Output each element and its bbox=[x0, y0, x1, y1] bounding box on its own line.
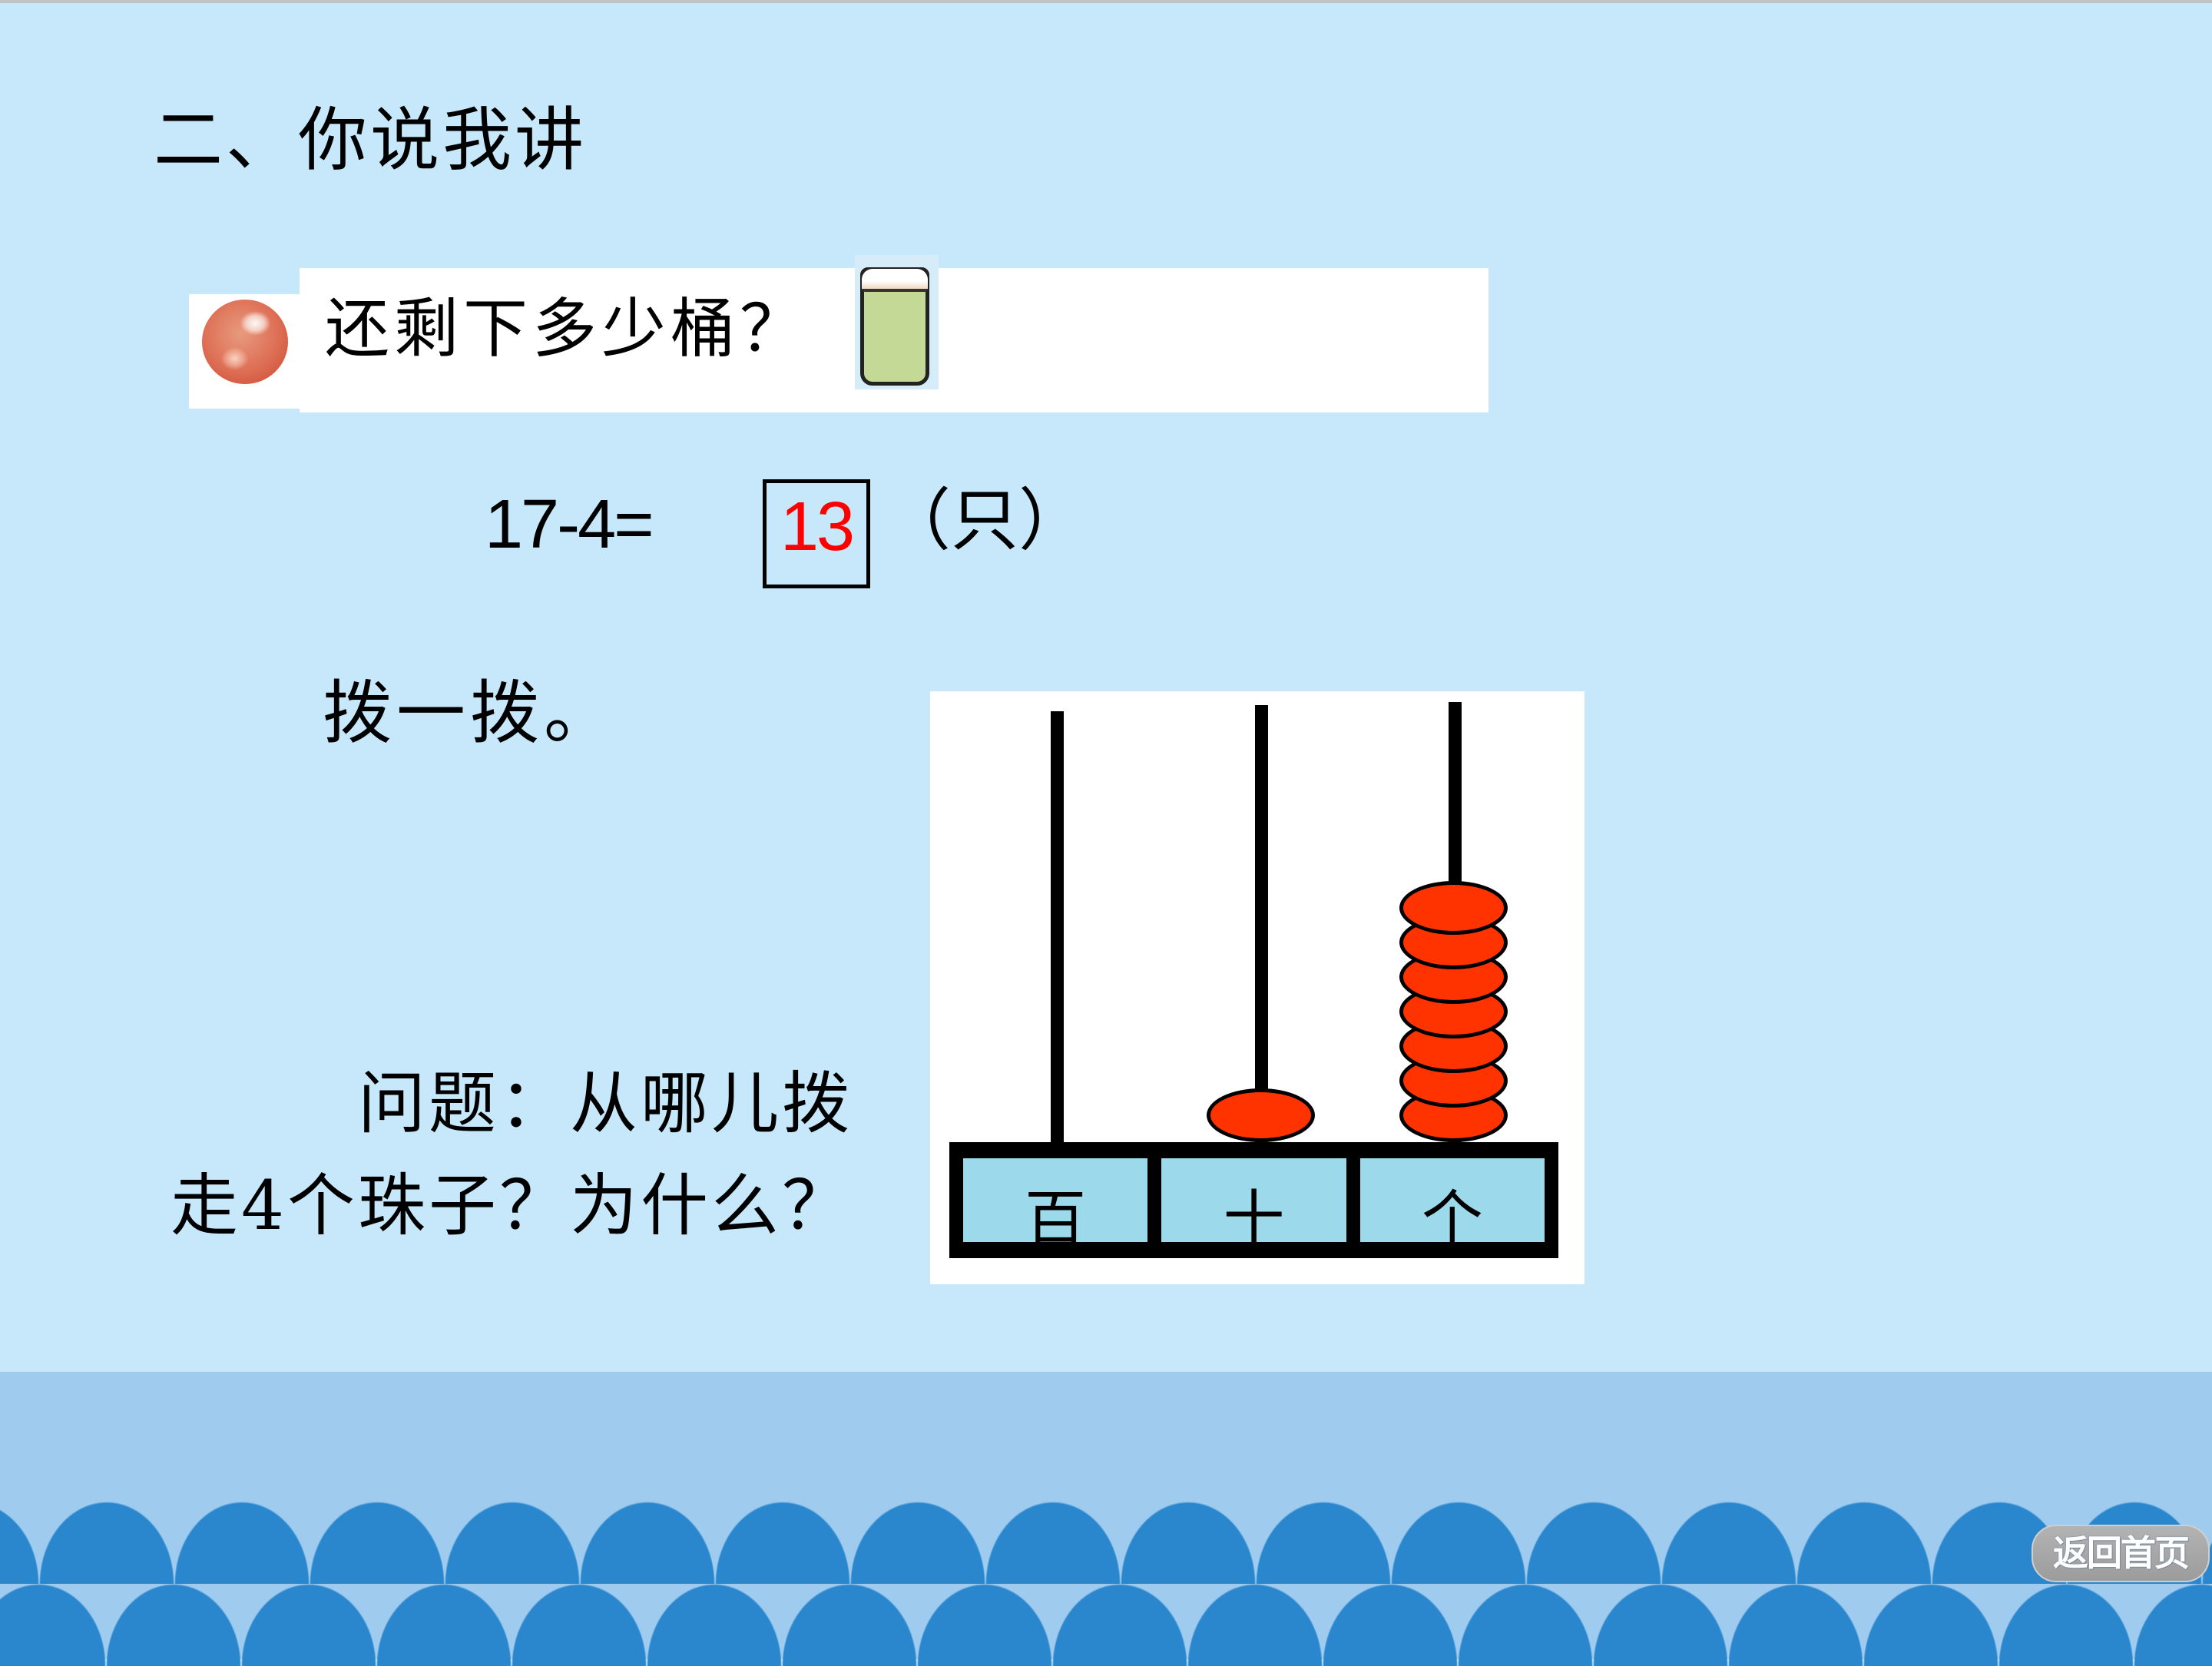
bucket-rim bbox=[862, 269, 928, 292]
place-label-ones: 个 bbox=[1421, 1184, 1483, 1243]
place-cell-ones: 个 bbox=[1359, 1158, 1545, 1243]
prompt-line-1: 问题：从哪儿拨 bbox=[357, 1064, 853, 1143]
bullet-box bbox=[189, 294, 300, 409]
home-button[interactable]: 返回首页 bbox=[2032, 1525, 2210, 1582]
question-text: 还剩下多少桶？ bbox=[325, 291, 810, 366]
abacus-bead bbox=[1207, 1088, 1315, 1142]
abacus-base: 百 十 个 bbox=[949, 1142, 1558, 1258]
place-cell-tens: 十 bbox=[1161, 1158, 1346, 1242]
slide-title: 二、你说我讲 bbox=[154, 100, 587, 181]
scallop-row-bottom bbox=[0, 1584, 2212, 1666]
top-border bbox=[0, 0, 2212, 3]
abacus-bead bbox=[1399, 881, 1508, 935]
place-cell-hundreds: 百 bbox=[963, 1158, 1148, 1243]
bead-column-ones bbox=[1399, 691, 1508, 1143]
place-label-hundreds: 百 bbox=[1025, 1184, 1087, 1243]
prompt-line-2: 走4个珠子？为什么？ bbox=[171, 1166, 853, 1245]
bucket-icon bbox=[860, 267, 929, 386]
place-label-tens: 十 bbox=[1223, 1184, 1285, 1243]
bead-column-hundreds bbox=[1003, 691, 1111, 1143]
scallop-row-top bbox=[0, 1502, 2212, 1584]
bead-column-tens bbox=[1207, 691, 1315, 1143]
red-bead-icon bbox=[202, 300, 288, 384]
footer-wave-band bbox=[0, 1372, 2212, 1666]
answer-box: 13 bbox=[763, 479, 870, 588]
abacus: 百 十 个 bbox=[930, 691, 1584, 1284]
abacus-rod-tens bbox=[1255, 705, 1268, 1143]
equation-expression: 17-4= bbox=[485, 486, 654, 563]
instruction-text: 拨一拨。 bbox=[323, 673, 618, 754]
abacus-rod-hundreds bbox=[1051, 711, 1064, 1143]
bucket-image bbox=[855, 255, 939, 389]
answer-unit: （只） bbox=[883, 481, 1087, 560]
answer-value: 13 bbox=[780, 489, 855, 565]
